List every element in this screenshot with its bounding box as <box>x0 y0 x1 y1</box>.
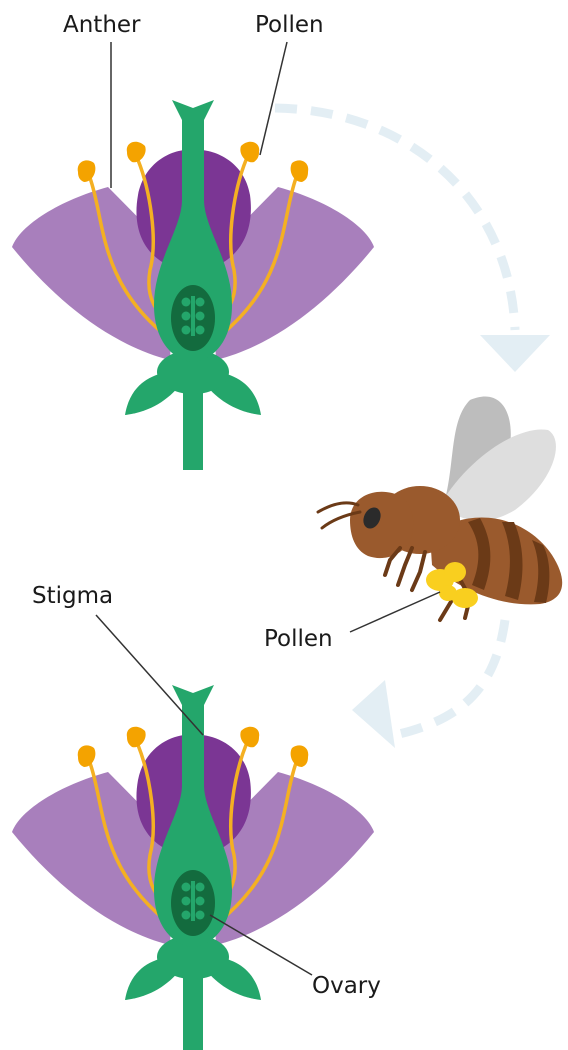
arrow-path-bottom <box>395 620 505 735</box>
stigma-label: Stigma <box>32 585 113 608</box>
pollen-top-leader <box>260 42 287 155</box>
stigma-leader <box>96 615 203 735</box>
arrow-head-top <box>480 335 550 372</box>
pollen-bee-label: Pollen <box>264 628 333 651</box>
pollen-top-label: Pollen <box>255 14 324 37</box>
flower-icon-top <box>12 100 374 470</box>
arrow-head-bottom <box>352 680 395 748</box>
anther-label: Anther <box>63 14 141 37</box>
ovary-label: Ovary <box>312 975 381 998</box>
pollen-bee-leader <box>350 592 440 632</box>
bee-icon <box>318 396 562 620</box>
